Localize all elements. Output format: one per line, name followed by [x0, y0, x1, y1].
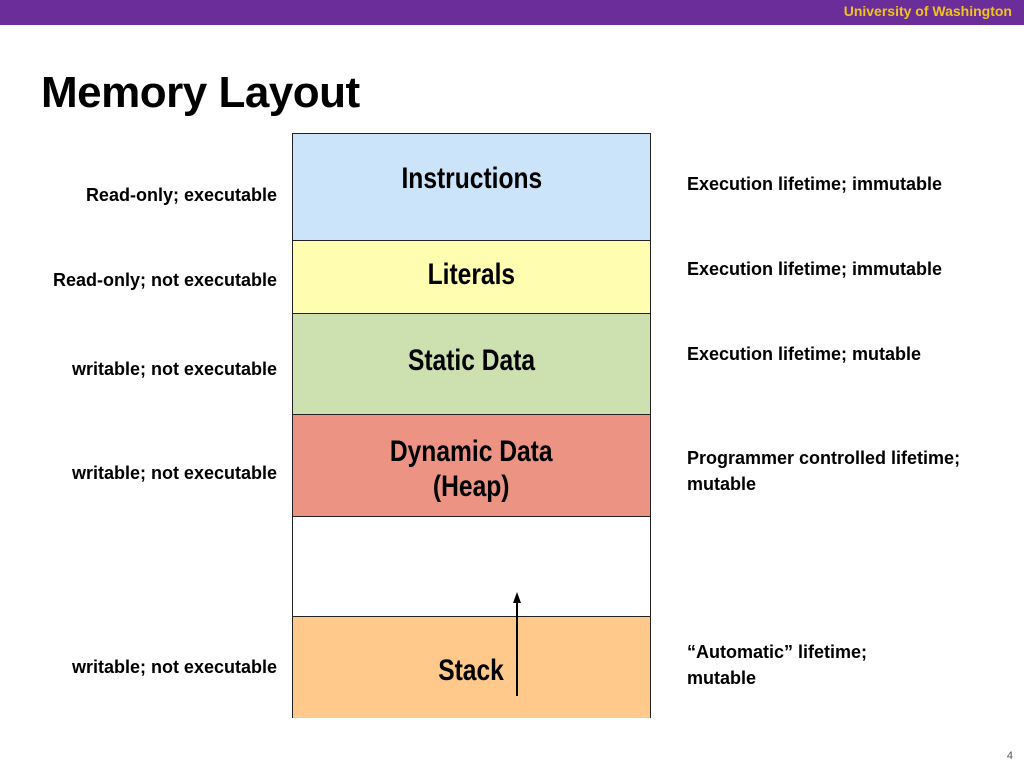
- lifetime-static-data: Execution lifetime; mutable: [687, 344, 922, 364]
- region-instructions: Instructions: [293, 134, 650, 241]
- region-label-literals: Literals: [427, 257, 516, 291]
- region-label-heap: Dynamic Data (Heap): [390, 435, 553, 503]
- institution-name: University of Washington: [843, 3, 1012, 19]
- region-heap: Dynamic Data (Heap): [293, 415, 650, 517]
- header-bar: University of Washington: [0, 0, 1024, 25]
- permission-literals: Read-only; not executable: [52, 270, 277, 290]
- lifetime-heap: Programmer controlled lifetime; mutable: [687, 448, 961, 494]
- region-label-stack: Stack: [438, 654, 505, 688]
- region-label-instructions: Instructions: [401, 161, 542, 195]
- stack-growth-arrow: [513, 592, 521, 696]
- lifetime-instructions: Execution lifetime; immutable: [687, 174, 943, 194]
- permission-instructions: Read-only; executable: [85, 185, 277, 205]
- region-static-data: Static Data: [293, 314, 650, 415]
- slide-title: Memory Layout: [41, 68, 360, 117]
- memory-layout-diagram: Instructions Literals Static Data Dynami…: [292, 133, 651, 718]
- lifetime-stack: “Automatic” lifetime; mutable: [687, 642, 868, 688]
- region-free-space: [293, 517, 650, 617]
- permission-stack: writable; not executable: [71, 657, 277, 677]
- lifetime-literals: Execution lifetime; immutable: [687, 259, 943, 279]
- permission-heap: writable; not executable: [71, 463, 277, 483]
- region-literals: Literals: [293, 241, 650, 314]
- page-number: 4: [1006, 750, 1013, 762]
- permission-static-data: writable; not executable: [71, 359, 277, 379]
- region-label-static-data: Static Data: [407, 343, 536, 377]
- region-stack: Stack: [293, 617, 650, 718]
